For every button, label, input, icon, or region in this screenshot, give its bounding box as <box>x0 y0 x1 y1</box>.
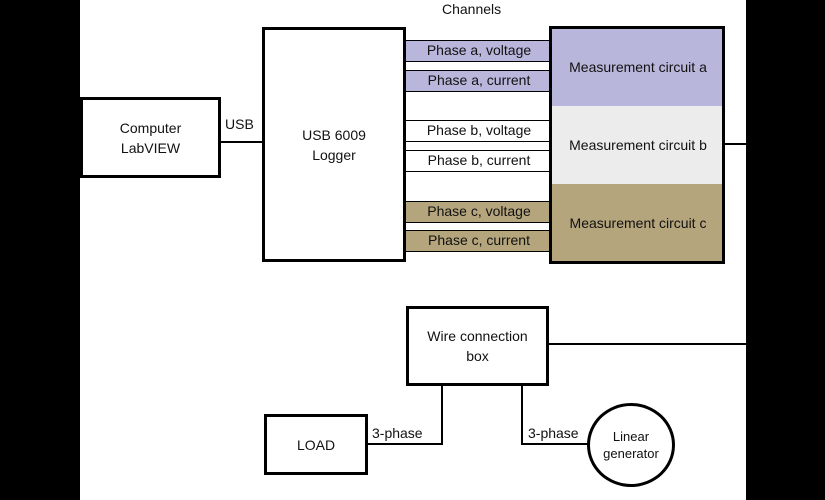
logger-box: USB 6009 Logger <box>262 27 406 262</box>
usb-label: USB <box>225 116 254 132</box>
diagram-canvas: Channels Computer LabVIEW USB USB 6009 L… <box>80 0 746 500</box>
measurement-c-label: Measurement circuit c <box>569 215 707 231</box>
computer-label: Computer <box>119 119 182 136</box>
channel-phase-a-voltage: Phase a, voltage <box>406 40 552 62</box>
computer-box: Computer LabVIEW <box>80 97 221 178</box>
labview-label: LabVIEW <box>120 139 181 156</box>
three-phase-left-label: 3-phase <box>372 425 423 441</box>
channel-label: Phase c, voltage <box>427 203 531 219</box>
channel-phase-a-current: Phase a, current <box>406 70 552 92</box>
generator-horizontal-line <box>521 443 589 445</box>
load-label: LOAD <box>296 436 336 453</box>
channel-label: Phase b, current <box>427 152 531 168</box>
load-vertical-line <box>441 386 443 445</box>
channel-phase-c-voltage: Phase c, voltage <box>406 201 552 223</box>
channel-phase-c-current: Phase c, current <box>406 230 552 252</box>
linear-generator-circle: Linear generator <box>587 403 675 487</box>
measurement-a-label: Measurement circuit a <box>569 59 707 75</box>
measurement-circuit-a: Measurement circuit a <box>551 28 725 106</box>
channel-phase-b-voltage: Phase b, voltage <box>406 120 552 142</box>
wire-box-sublabel: box <box>466 348 489 364</box>
usb-connector-line <box>221 141 264 143</box>
measurement-frame <box>549 26 725 264</box>
logger-label: Logger <box>312 146 356 163</box>
channel-label: Phase c, current <box>428 232 530 248</box>
generator-label: Linear <box>612 429 650 444</box>
wirebox-output-line <box>548 343 746 345</box>
measurement-b-label: Measurement circuit b <box>569 137 707 153</box>
channel-label: Phase a, current <box>427 72 531 88</box>
measurement-circuit-c: Measurement circuit c <box>551 184 725 262</box>
generator-vertical-line <box>521 386 523 445</box>
wire-box-label: Wire connection <box>427 328 528 344</box>
channel-label: Phase a, voltage <box>426 42 532 58</box>
wire-connection-box: Wire connection box <box>406 306 549 386</box>
measurement-output-line <box>725 143 746 145</box>
load-box: LOAD <box>264 414 368 475</box>
generator-sublabel: generator <box>603 446 659 461</box>
logger-model-label: USB 6009 <box>302 126 366 143</box>
three-phase-right-label: 3-phase <box>528 425 579 441</box>
channels-title: Channels <box>442 1 502 17</box>
channel-label: Phase b, voltage <box>426 122 532 138</box>
channel-phase-b-current: Phase b, current <box>406 150 552 172</box>
measurement-circuit-b: Measurement circuit b <box>551 106 725 184</box>
load-horizontal-line <box>367 443 443 445</box>
